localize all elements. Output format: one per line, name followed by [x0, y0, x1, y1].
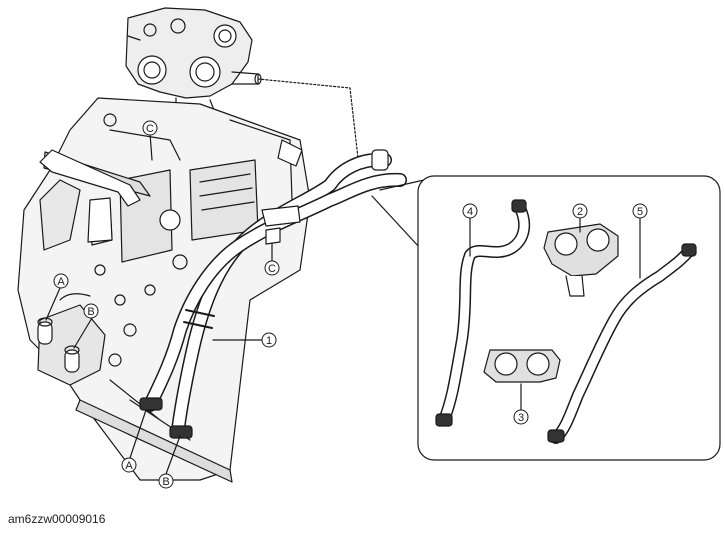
part-3-hose-clamp [483, 349, 561, 383]
callout-a-top: A [57, 276, 65, 288]
callout-4: 4 [467, 206, 473, 218]
callout-3: 3 [518, 412, 524, 424]
callout-b-bottom: B [162, 476, 169, 488]
callout-c-mid: C [268, 263, 276, 275]
bracket [39, 149, 141, 207]
engine-block [17, 97, 311, 483]
bracket-plate [87, 197, 113, 243]
leader-b-bottom [165, 435, 181, 475]
leader-c-top [149, 132, 153, 161]
figure-id-caption: am6zzw00009016 [8, 512, 106, 526]
callout-b-top: B [87, 306, 94, 318]
leader-a-bottom [129, 409, 147, 459]
callout-2: 2 [577, 206, 583, 218]
part-5-hose [547, 243, 697, 444]
callout-1: 1 [266, 335, 272, 347]
callout-a-bottom: A [125, 460, 133, 472]
thermostat-housing [125, 7, 262, 111]
leader-a-top [45, 287, 61, 321]
callout-5: 5 [637, 206, 643, 218]
part-4-hose [435, 199, 531, 427]
callout-c-top: C [146, 123, 154, 135]
leader-b-top [73, 317, 93, 349]
hose-assembly-main [139, 139, 407, 439]
detail-callout-box [371, 175, 721, 461]
exploded-parts-diagram: 1 2 3 4 5 A B C C A B [17, 7, 721, 489]
part-2-hose-clamp [543, 223, 619, 297]
hose-clip-c [265, 227, 281, 245]
